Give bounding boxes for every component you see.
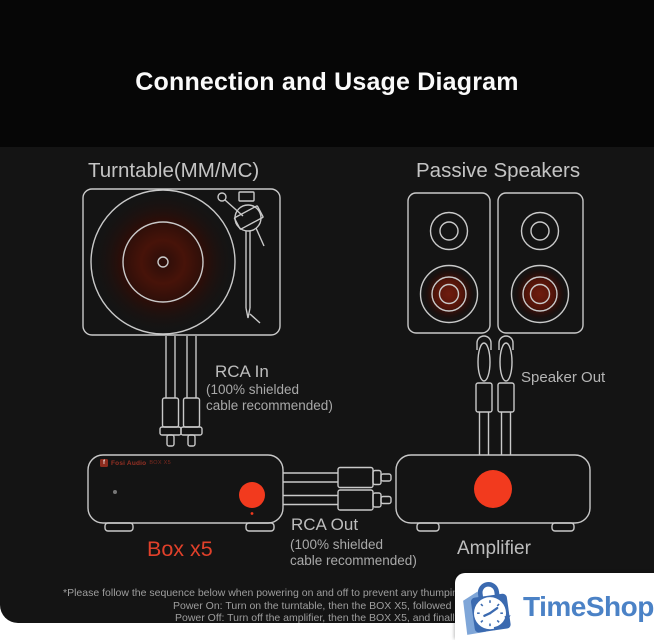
fosi-audio-logo: f Fosi Audio BOX X5 <box>100 459 171 467</box>
diagram-canvas: Connection and Usage Diagram <box>0 0 654 624</box>
rca-in-cables-icon <box>159 336 203 447</box>
diagram-title: Connection and Usage Diagram <box>135 68 519 96</box>
rca-out-note-line1: (100% shielded <box>290 537 384 552</box>
timeshop-wordmark: TimeShop <box>523 590 654 622</box>
rca-in-note-line2: cable recommended) <box>206 398 333 413</box>
tonearm-icon <box>217 191 265 324</box>
amplifier-volume-knob <box>474 470 512 508</box>
passive-speakers-art <box>407 192 584 350</box>
box-volume-knob <box>239 482 265 508</box>
speaker-terminal-icon <box>476 335 492 350</box>
amplifier-label: Amplifier <box>457 538 531 559</box>
rca-in-label: RCA In <box>215 362 269 381</box>
fosi-audio-logo-icon: f <box>100 459 108 467</box>
diagram-line-art <box>82 188 591 532</box>
box-x5-label: Box x5 <box>147 537 213 561</box>
rca-out-label: RCA Out <box>291 515 359 534</box>
box-led-dot <box>113 490 117 494</box>
speaker-out-label: Speaker Out <box>521 369 606 386</box>
passive-speakers-label: Passive Speakers <box>416 159 581 182</box>
timeshop-bag-clock-icon <box>463 581 511 635</box>
rca-out-cables-icon <box>283 466 392 511</box>
speaker-terminal-icon <box>498 335 514 350</box>
footnote-power-on: Power On: Turn on the turntable, then th… <box>173 600 528 612</box>
rca-in-note-line1: (100% shielded <box>206 382 300 397</box>
speaker-cables-icon <box>475 342 515 455</box>
footnote-sequence: *Please follow the sequence below when p… <box>63 587 504 599</box>
title-band: Connection and Usage Diagram <box>0 0 654 147</box>
fosi-brand-text: Fosi Audio <box>111 459 147 467</box>
amplifier-art <box>395 454 591 532</box>
timeshop-logo: TimeShop <box>455 573 654 640</box>
rca-out-note-line2: cable recommended) <box>290 553 417 568</box>
turntable-label: Turntable(MM/MC) <box>88 159 260 182</box>
turntable-art <box>82 188 281 336</box>
box-x5-art <box>87 454 284 532</box>
fosi-model-text: BOX X5 <box>149 460 172 466</box>
footnote-power-off: Power Off: Turn off the amplifier, then … <box>175 612 525 624</box>
